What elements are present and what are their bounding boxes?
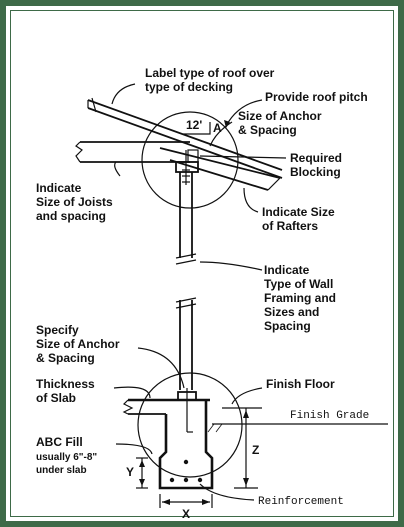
roof-type-label-line1: Label type of roof over (145, 66, 275, 80)
anchor-top-label-line2: & Spacing (238, 123, 297, 137)
rebar-2 (183, 477, 189, 483)
joists-label-line3: and spacing (36, 209, 106, 223)
blocking (187, 149, 199, 163)
labels: Label type of roof over type of decking … (36, 66, 369, 521)
rafters-label-line2: of Rafters (262, 219, 318, 233)
top-plate (175, 161, 199, 173)
anchor-top-label-line1: Size of Anchor (238, 109, 322, 123)
rebar-1 (169, 477, 175, 483)
pitch-run-label: 12' (186, 118, 202, 132)
abc-fill-label-line3: under slab (36, 465, 87, 476)
rafters-label-line1: Indicate Size (262, 205, 335, 219)
pitch-triangle (183, 122, 211, 135)
wall-framing-label-line4: Sizes and (264, 305, 319, 319)
roof-detail-circle (141, 111, 239, 209)
blocking-label-line2: Blocking (290, 165, 341, 179)
anchor-bottom-label-line1: Specify (36, 323, 79, 337)
slab-label-line2: of Slab (36, 391, 76, 405)
inner-border (10, 10, 394, 517)
reinforcement-label: Reinforcement (258, 496, 344, 508)
wall-framing-label-line1: Indicate (264, 263, 310, 277)
anchor-bottom-label-line2: Size of Anchor (36, 337, 120, 351)
abc-fill-label-line2: usually 6"-8" (36, 452, 97, 463)
wall-framing-label-line2: Type of Wall (264, 277, 333, 291)
abc-fill-label-line1: ABC Fill (36, 435, 83, 449)
joists-label-line1: Indicate (36, 181, 82, 195)
roof-decking-bottom (87, 107, 283, 179)
rebar-3 (197, 477, 203, 483)
wall-framing-label-line5: Spacing (264, 319, 311, 333)
wall-framing-label-line3: Framing and (264, 291, 336, 305)
roof-decking-top (87, 99, 283, 171)
finish-floor-label: Finish Floor (266, 377, 335, 391)
blocking-label-line1: Required (290, 151, 342, 165)
rafter-top (159, 147, 281, 179)
foundation-detail-circle (137, 372, 243, 478)
dim-x-label: X (182, 507, 190, 521)
rafter-bottom (169, 159, 269, 191)
footing-outline (158, 400, 214, 490)
slab-label-line1: Thickness (36, 377, 95, 391)
roof-detail (75, 97, 283, 209)
wall-studs (175, 172, 197, 390)
dim-y-label: Y (126, 465, 134, 479)
anchor-bottom-label-line3: & Spacing (36, 351, 95, 365)
leader-lines (111, 83, 287, 501)
roof-pitch-label: Provide roof pitch (265, 90, 368, 104)
joists-label-line2: Size of Joists (36, 195, 113, 209)
roof-type-label-line2: type of decking (145, 80, 233, 94)
foundation-detail (122, 372, 388, 508)
dim-z-label: Z (252, 443, 259, 457)
finish-grade-label: Finish Grade (290, 410, 369, 422)
pitch-rise-label: A (213, 121, 222, 135)
